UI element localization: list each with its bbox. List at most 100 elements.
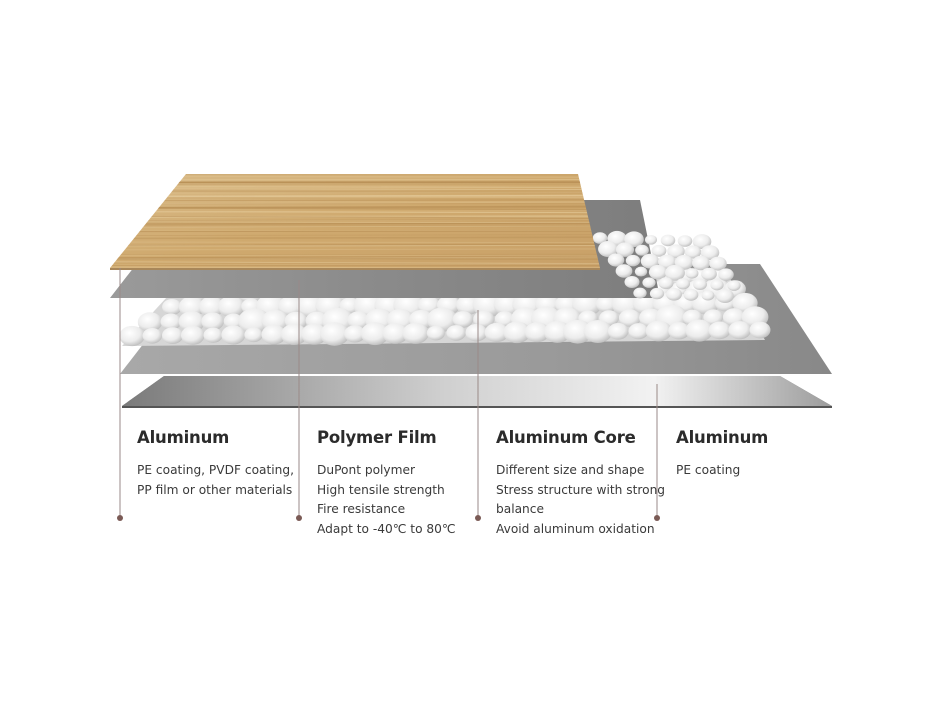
core-bubble	[221, 325, 246, 345]
layer-title: Aluminum	[676, 428, 769, 447]
layer-desc-line: balance	[496, 502, 544, 517]
core-bubble	[660, 234, 676, 247]
layer-title: Aluminum	[137, 428, 230, 447]
layer-title: Polymer Film	[317, 428, 437, 447]
core-bubble	[583, 320, 613, 344]
layer-title: Aluminum Core	[496, 428, 636, 447]
core-bubble	[645, 320, 672, 342]
core-bubble	[119, 325, 145, 347]
layer-desc-line: Stress structure with strong	[496, 482, 666, 497]
core-bubble	[666, 287, 682, 301]
core-bubble	[634, 266, 648, 277]
layer-desc-line: PE coating	[676, 463, 741, 477]
core-bubble	[161, 327, 184, 345]
layer-desc-line: Different size and shape	[496, 463, 645, 477]
core-bubble	[347, 311, 370, 330]
core-bubble	[572, 292, 602, 317]
core-bubble	[543, 321, 572, 343]
core-bubble	[162, 299, 182, 315]
core-bubble	[625, 254, 641, 267]
core-bubble	[749, 321, 771, 339]
layer-desc-line: PE coating, PVDF coating,	[137, 463, 295, 477]
core-bubble	[708, 321, 731, 340]
core-bubble	[701, 267, 717, 281]
core-bubble	[727, 280, 741, 291]
core-bubble	[700, 245, 720, 261]
core-bubble	[684, 245, 702, 259]
core-bubble	[718, 268, 734, 281]
core-bubble	[217, 295, 245, 318]
core-bubble	[160, 313, 182, 331]
core-bubble	[607, 253, 625, 267]
core-bubble	[685, 268, 699, 279]
honeycomb-core	[119, 266, 771, 347]
core-bubble	[635, 244, 649, 256]
core-bubble	[203, 327, 223, 343]
core-bubble	[701, 290, 715, 301]
core-bubble	[668, 322, 690, 340]
leader-dot	[117, 515, 123, 521]
core-bubble	[426, 325, 445, 341]
core-bubble	[644, 234, 658, 245]
core-bubble	[595, 295, 618, 313]
leader-dot	[296, 515, 302, 521]
layer-col-polymer-film: Polymer Film DuPont polymer High tensile…	[317, 428, 492, 539]
layer-col-aluminum-core: Aluminum Core Different size and shape S…	[496, 428, 671, 539]
core-bubble	[494, 311, 515, 327]
core-bubble	[484, 322, 509, 343]
core-bubble	[201, 312, 224, 331]
core-bubble	[675, 278, 691, 290]
core-bubble	[658, 277, 674, 290]
core-bubble	[640, 253, 660, 269]
core-bubble	[503, 321, 531, 344]
core-bubble	[693, 278, 707, 290]
core-bubble	[615, 264, 633, 278]
core-bubble	[446, 325, 466, 341]
core-bubble	[198, 296, 225, 317]
core-bubble	[180, 325, 205, 345]
leader-dot	[475, 515, 481, 521]
core-bubble	[301, 323, 328, 345]
core-bubble	[624, 275, 640, 289]
core-bubble	[426, 307, 458, 332]
core-bubble	[278, 296, 304, 317]
core-bubble	[598, 241, 618, 257]
core-bubble	[677, 235, 693, 247]
core-bubble	[382, 323, 409, 344]
layer-desc-line: Adapt to -40℃ to 80℃	[317, 521, 456, 536]
layer-col-aluminum-bottom: Aluminum PE coating	[676, 428, 851, 481]
core-bubble	[524, 322, 550, 343]
core-bubble	[685, 319, 714, 342]
core-bubble	[618, 309, 641, 327]
core-bubble	[692, 234, 712, 250]
core-bubble	[465, 323, 488, 342]
core-bubble	[142, 328, 162, 344]
core-bubble	[667, 244, 685, 259]
core-bubble	[716, 289, 734, 303]
core-bubble	[633, 287, 647, 299]
core-bubble	[178, 296, 205, 318]
layer-desc-line: High tensile strength	[317, 482, 445, 497]
layer-desc-line: Fire resistance	[317, 502, 406, 517]
core-bubble	[648, 264, 668, 280]
core-bubble	[360, 322, 390, 346]
core-bubble	[244, 327, 263, 343]
top-aluminum-wood-panel	[110, 174, 600, 270]
layer-desc-line: DuPont polymer	[317, 463, 416, 477]
core-bubble	[592, 232, 608, 244]
core-bubble	[692, 255, 710, 271]
core-bubble	[607, 323, 629, 340]
core-bubble	[402, 322, 429, 344]
core-bubble	[280, 323, 308, 346]
core-bubble	[137, 312, 163, 332]
core-bubble	[178, 311, 205, 333]
core-bubble	[319, 322, 350, 346]
layer-col-aluminum-top: Aluminum PE coating, PVDF coating, PP fi…	[137, 428, 312, 500]
core-bubble	[683, 288, 699, 301]
core-bubble	[703, 309, 724, 326]
core-bubble	[649, 287, 665, 300]
core-bubble	[624, 231, 644, 248]
core-bubble	[562, 319, 593, 344]
